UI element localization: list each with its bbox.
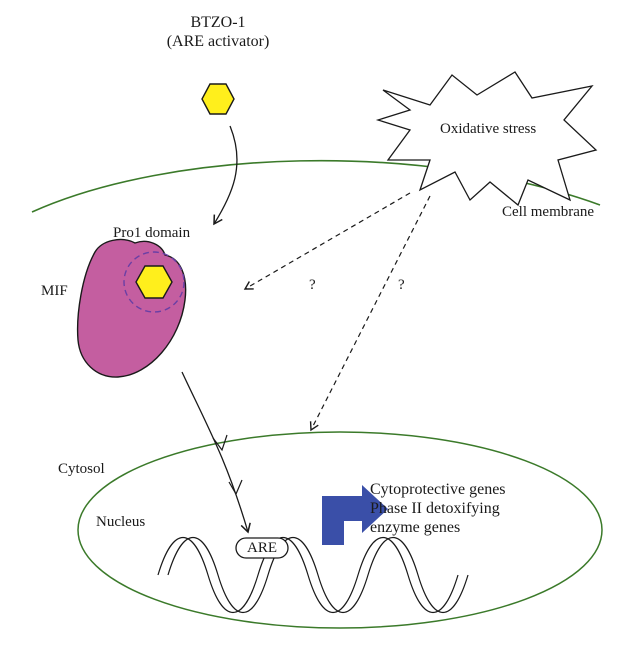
are-label: ARE bbox=[247, 540, 277, 556]
stress-to-mif-dashed-arrow bbox=[243, 192, 411, 290]
btzo-hexagon bbox=[201, 83, 235, 115]
mif-label: MIF bbox=[41, 283, 68, 299]
nucleus-label: Nucleus bbox=[96, 514, 146, 530]
stress-to-nucleus-dashed-arrow bbox=[309, 195, 431, 432]
oxidative-stress-label: Oxidative stress bbox=[440, 121, 537, 137]
pro1-domain-label: Pro1 domain bbox=[113, 225, 191, 241]
question-mark-1: ? bbox=[309, 277, 316, 293]
nucleus-outline bbox=[77, 431, 603, 629]
cytosol-label: Cytosol bbox=[58, 461, 105, 477]
bound-hexagon bbox=[135, 265, 173, 299]
question-mark-2: ? bbox=[398, 277, 405, 293]
btzo-role-label: (ARE activator) bbox=[166, 33, 270, 50]
gene-label-line-1: Cytoprotective genes bbox=[370, 481, 506, 498]
pro1-domain-circle bbox=[123, 251, 185, 313]
transcription-arrow bbox=[322, 485, 388, 545]
btzo-name-label: BTZO-1 bbox=[190, 14, 246, 31]
are-box bbox=[235, 537, 289, 559]
dna-strand-1 bbox=[157, 536, 459, 614]
cell-membrane-label: Cell membrane bbox=[502, 204, 595, 220]
arrow-mid-chevron-1 bbox=[212, 434, 228, 452]
dna-strand-2 bbox=[167, 536, 469, 614]
arrow-mid-chevron-2 bbox=[228, 479, 243, 496]
mif-to-are-arrow bbox=[181, 371, 251, 534]
btzo-to-mif-arrow bbox=[213, 125, 238, 226]
oxidative-stress-burst bbox=[375, 71, 598, 207]
gene-label-line-2: Phase II detoxifying bbox=[370, 500, 500, 517]
gene-label-line-3: enzyme genes bbox=[370, 519, 461, 536]
